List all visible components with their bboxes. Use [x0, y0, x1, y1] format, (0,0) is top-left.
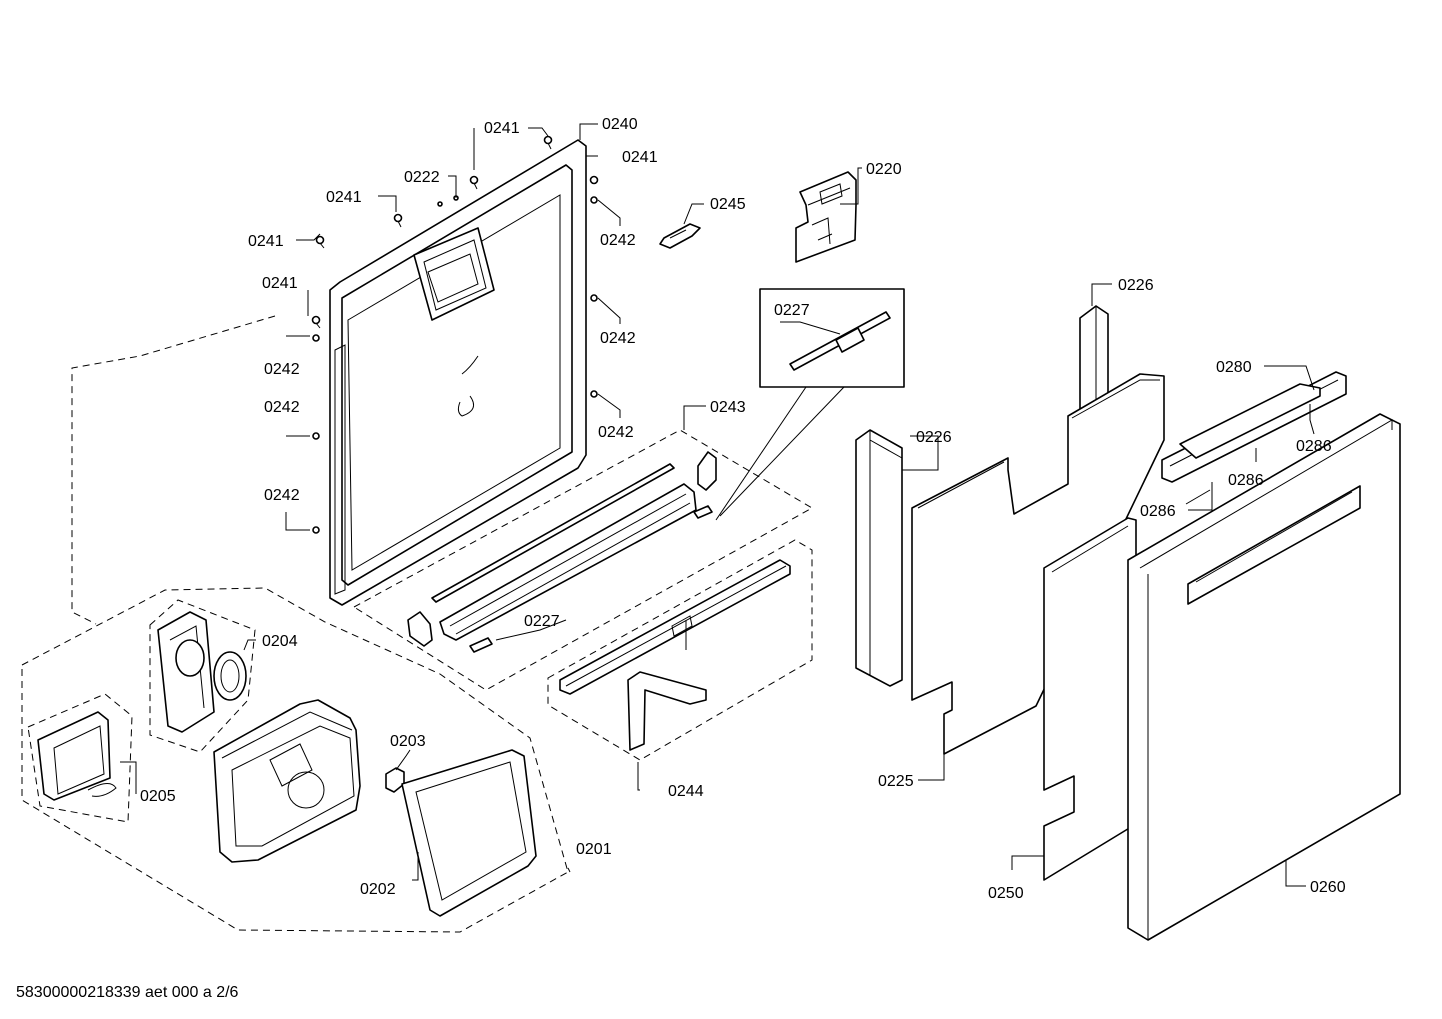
detail-box-0227 [715, 288, 905, 521]
part-0202-gasket [401, 749, 537, 917]
label-0242: 0242 [264, 361, 300, 378]
part-0226-strip-right [1079, 305, 1109, 413]
label-0242: 0242 [264, 399, 300, 416]
label-0220: 0220 [866, 161, 902, 178]
label-0245: 0245 [710, 196, 746, 213]
part-0205-board [37, 711, 117, 801]
part-0244-holder [559, 559, 791, 751]
label-0226: 0226 [916, 429, 952, 446]
label-0242: 0242 [598, 424, 634, 441]
label-0244: 0244 [668, 783, 704, 800]
inner-door-panel [329, 139, 587, 606]
label-0241: 0241 [484, 120, 520, 137]
part-0250-panel [1043, 517, 1137, 881]
label-0260: 0260 [1310, 879, 1346, 896]
label-0286: 0286 [1296, 438, 1332, 455]
label-0201: 0201 [576, 841, 612, 858]
label-0202: 0202 [360, 881, 396, 898]
dashed-assembly-outlines [21, 315, 814, 933]
leader-lines [120, 123, 1315, 887]
label-0226: 0226 [1118, 277, 1154, 294]
label-0240: 0240 [602, 116, 638, 133]
label-0227: 0227 [774, 302, 810, 319]
screw-icons [311, 135, 599, 534]
label-0204: 0204 [262, 633, 298, 650]
footer-document-id: 58300000218339 aet 000 a 2/6 [16, 984, 239, 1001]
label-0203: 0203 [390, 733, 426, 750]
label-0242: 0242 [600, 232, 636, 249]
part-0203-clip [385, 767, 405, 793]
label-0242: 0242 [264, 487, 300, 504]
label-0222: 0222 [404, 169, 440, 186]
label-0241: 0241 [622, 149, 658, 166]
part-0225-insulation [911, 373, 1165, 755]
label-0286: 0286 [1228, 472, 1264, 489]
label-0250: 0250 [988, 885, 1024, 902]
part-0201-housing [213, 699, 361, 863]
label-0286: 0286 [1140, 503, 1176, 520]
label-0241: 0241 [326, 189, 362, 206]
part-0260-outer-door [1127, 413, 1401, 941]
label-0225: 0225 [878, 773, 914, 790]
part-0245-clip [659, 223, 701, 249]
part-labels: 0240 0241 0241 0241 0241 0241 0222 0245 … [140, 116, 1346, 902]
label-0205: 0205 [140, 788, 176, 805]
label-0280: 0280 [1216, 359, 1252, 376]
part-0280-handle [1161, 371, 1347, 483]
label-0227: 0227 [524, 613, 560, 630]
label-0243: 0243 [710, 399, 746, 416]
part-0220-cover [795, 171, 857, 263]
label-0241: 0241 [248, 233, 284, 250]
label-0241: 0241 [262, 275, 298, 292]
label-0242: 0242 [600, 330, 636, 347]
part-0243-rail-group [407, 451, 717, 653]
part-0226-strip-left [855, 429, 903, 687]
part-0204-seal [157, 611, 247, 733]
